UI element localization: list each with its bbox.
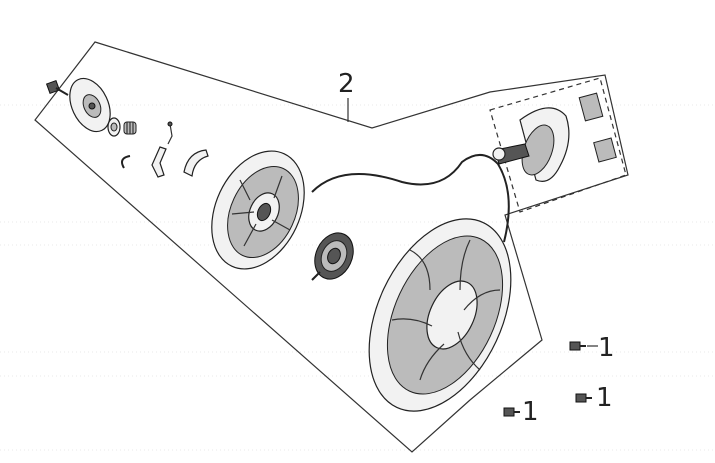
assembly-outline: [34, 41, 629, 453]
recoil-spring-part: [311, 232, 354, 281]
recoil-rope-part: [311, 154, 510, 243]
clip-part: [121, 155, 131, 169]
screw-part: [503, 407, 520, 417]
pawl-part: [151, 146, 167, 178]
handle-part: [492, 107, 570, 182]
pin-part: [167, 121, 173, 145]
small-spring-part: [123, 121, 137, 135]
starter-housing-part: [368, 218, 512, 412]
callout-screw-number: 1: [598, 333, 615, 363]
handle-insert-part: [593, 137, 617, 163]
callout-screw-number: 1: [522, 397, 539, 427]
pulley-part: [211, 150, 305, 270]
handle-insert-part: [578, 92, 604, 122]
pawl-part: [183, 149, 209, 177]
ratchet-plate-part: [69, 77, 111, 133]
callout-assembly-number: 2: [338, 69, 355, 99]
callout-screw-number: 1: [596, 383, 613, 413]
screw-part: [569, 341, 586, 351]
bolt-part: [45, 79, 69, 96]
screw-part: [575, 393, 592, 403]
washer-part: [107, 117, 121, 137]
handle-detail-box: [489, 77, 627, 213]
